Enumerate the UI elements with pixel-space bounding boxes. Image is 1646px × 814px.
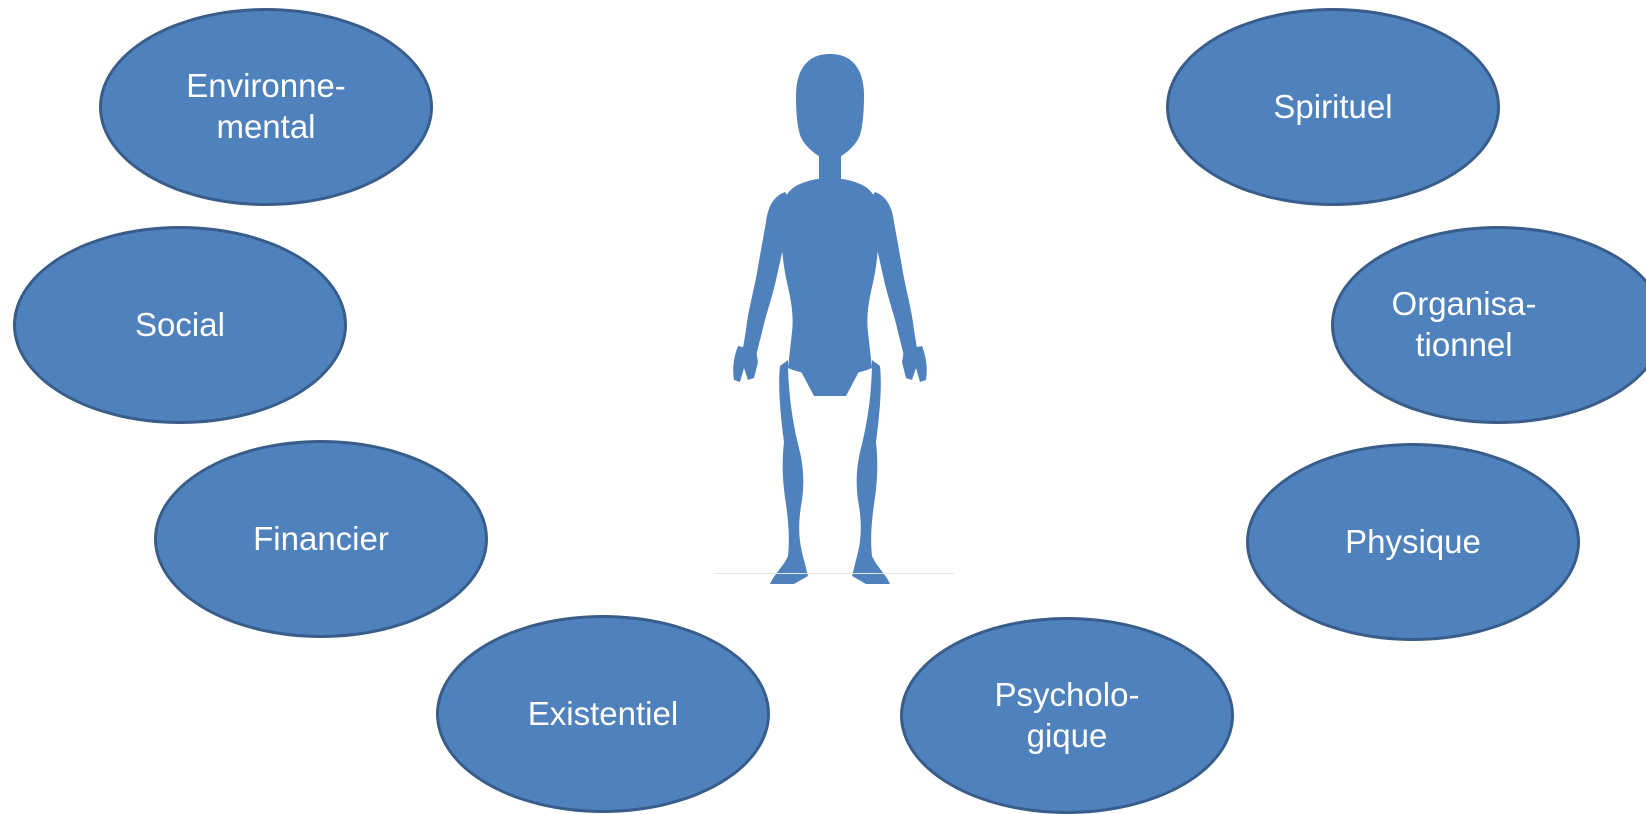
dimension-label: Social — [135, 305, 225, 346]
dimension-social: Social — [13, 226, 347, 424]
dimension-label: Psycholo- gique — [995, 675, 1140, 757]
dimension-existential: Existentiel — [436, 615, 770, 813]
dimension-spiritual: Spirituel — [1166, 8, 1500, 206]
dimension-label: Spirituel — [1273, 87, 1392, 128]
dimension-label: Physique — [1345, 522, 1481, 563]
ground-line — [714, 573, 954, 574]
dimension-label: Environne- mental — [186, 66, 346, 148]
dimension-financial: Financier — [154, 440, 488, 638]
dimension-psychological: Psycholo- gique — [900, 617, 1234, 814]
human-silhouette-icon — [700, 50, 960, 585]
dimension-label: Organisa- tionnel — [1392, 284, 1537, 366]
dimension-label: Financier — [253, 519, 389, 560]
dimension-label: Existentiel — [528, 694, 678, 735]
dimension-environmental: Environne- mental — [99, 8, 433, 206]
dimension-physical: Physique — [1246, 443, 1580, 641]
dimension-organizational: Organisa- tionnel — [1331, 226, 1646, 424]
